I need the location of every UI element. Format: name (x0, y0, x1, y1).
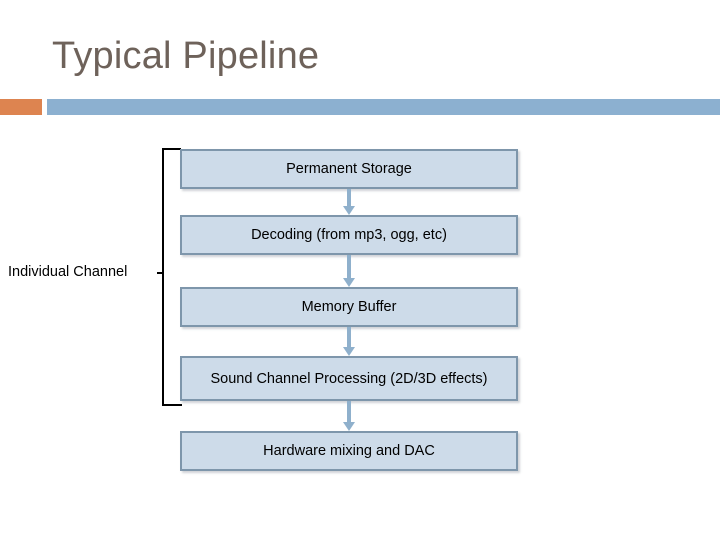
arrow-head (343, 278, 355, 287)
down-arrow-icon (343, 189, 355, 215)
down-arrow-icon (343, 255, 355, 287)
arrow-shaft (347, 255, 351, 278)
flow-step-permanent-storage[interactable]: Permanent Storage (180, 149, 518, 189)
flow-step-sound-channel-processing[interactable]: Sound Channel Processing (2D/3D effects) (180, 356, 518, 401)
flow-step-label: Hardware mixing and DAC (263, 443, 435, 459)
arrow-shaft (347, 327, 351, 347)
flow-step-memory-buffer[interactable]: Memory Buffer (180, 287, 518, 327)
flow-step-hardware-mixing-dac[interactable]: Hardware mixing and DAC (180, 431, 518, 471)
flow-step-label: Decoding (from mp3, ogg, etc) (251, 227, 447, 243)
bracket-arm-top (162, 148, 181, 150)
flow-step-decoding[interactable]: Decoding (from mp3, ogg, etc) (180, 215, 518, 255)
bracket-spine (162, 148, 164, 406)
arrow-head (343, 206, 355, 215)
individual-channel-bracket (157, 148, 184, 406)
down-arrow-icon (343, 327, 355, 356)
arrow-head (343, 347, 355, 356)
bracket-label: Individual Channel (8, 264, 128, 280)
flow-step-label: Permanent Storage (286, 161, 412, 177)
bracket-arm-middle (157, 272, 163, 274)
down-arrow-icon (343, 401, 355, 431)
flow-step-label: Sound Channel Processing (2D/3D effects) (210, 370, 488, 387)
arrow-shaft (347, 401, 351, 422)
bracket-arm-bottom (162, 404, 182, 406)
page-title: Typical Pipeline (52, 35, 320, 77)
flow-step-label: Memory Buffer (301, 299, 397, 315)
arrow-head (343, 422, 355, 431)
accent-bar-orange (0, 99, 42, 115)
arrow-shaft (347, 189, 351, 206)
accent-bar-blue (47, 99, 720, 115)
